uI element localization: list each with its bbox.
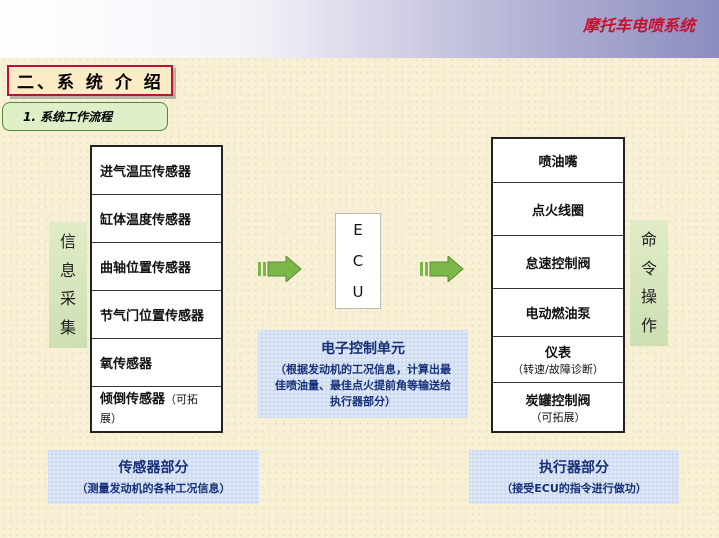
actuator-label: 仪表 — [544, 346, 571, 361]
sensor-section-description: （测量发动机的各种工况信息） — [76, 482, 231, 496]
ecu-letter: C — [352, 251, 364, 270]
actuator-note: （转速/故障诊断） — [512, 363, 604, 376]
actuator-section-panel: 执行器部分 （接受ECU的指令进行做功） — [469, 450, 679, 504]
label-char: 信 — [59, 232, 76, 252]
actuator-item: 点火线圈 — [493, 183, 623, 236]
command-operation-label: 命 令 操 作 — [630, 220, 668, 346]
arrow-right-icon — [258, 256, 302, 282]
sensor-item: 氧传感器 — [92, 339, 221, 387]
sensor-item: 倾倒传感器（可拓展） — [92, 387, 221, 431]
ecu-letter: E — [353, 220, 363, 239]
sensor-section-panel: 传感器部分 （测量发动机的各种工况信息） — [48, 450, 259, 504]
sensor-label: 倾倒传感器 — [100, 391, 166, 407]
section-title: 二、系 统 介 绍 — [7, 65, 173, 96]
header-band — [0, 0, 719, 58]
actuator-section-description: （接受ECU的指令进行做功） — [501, 482, 647, 496]
sensor-note: （可拓展） — [100, 392, 199, 426]
label-char: 息 — [59, 260, 76, 280]
actuator-item: 怠速控制阀 — [493, 236, 623, 289]
label-char: 集 — [59, 317, 76, 337]
actuator-section-title: 执行器部分 — [539, 460, 609, 477]
label-char: 采 — [59, 289, 76, 309]
actuator-label: 喷油嘴 — [538, 155, 578, 170]
actuator-note: （可拓展） — [530, 410, 586, 424]
sensor-label: 节气门位置传感器 — [100, 309, 205, 324]
info-collection-label: 信 息 采 集 — [49, 222, 87, 348]
ecu-letter: U — [352, 283, 364, 302]
actuator-label: 炭罐控制阀 — [525, 393, 591, 409]
ecu-box: E C U — [335, 213, 381, 309]
sensor-label: 进气温压传感器 — [100, 165, 192, 180]
ecu-description: （根据发动机的工况信息，计算出最佳喷油量、最佳点火提前角等输送给执行器部分） — [275, 363, 451, 408]
slide-header-title: 摩托车电喷系统 — [582, 16, 695, 35]
actuator-label: 电动燃油泵 — [525, 307, 591, 322]
sensor-label: 氧传感器 — [100, 357, 153, 372]
label-char: 令 — [640, 258, 657, 278]
section-subtitle: 1. 系统工作流程 — [2, 102, 168, 131]
actuator-item: 电动燃油泵 — [493, 289, 623, 337]
sensor-item: 缸体温度传感器 — [92, 195, 221, 243]
actuator-item: 炭罐控制阀 （可拓展） — [493, 383, 623, 431]
actuator-label: 怠速控制阀 — [525, 256, 591, 272]
label-char: 操 — [640, 287, 657, 307]
sensor-section-title: 传感器部分 — [118, 460, 189, 477]
label-char: 命 — [640, 230, 657, 250]
ecu-title: 电子控制单元 — [321, 341, 405, 358]
sensor-label: 曲轴位置传感器 — [100, 261, 192, 276]
sensor-item: 曲轴位置传感器 — [92, 243, 221, 291]
arrow-right-icon — [420, 256, 464, 282]
actuator-item: 喷油嘴 — [493, 139, 623, 183]
sensor-list: 进气温压传感器 缸体温度传感器 曲轴位置传感器 节气门位置传感器 氧传感器 倾倒… — [90, 145, 223, 433]
actuator-item: 仪表 （转速/故障诊断） — [493, 337, 623, 383]
ecu-panel: 电子控制单元 （根据发动机的工况信息，计算出最佳喷油量、最佳点火提前角等输送给执… — [258, 330, 468, 418]
actuator-list: 喷油嘴 点火线圈 怠速控制阀 电动燃油泵 仪表 （转速/故障诊断） 炭罐控制阀 … — [491, 137, 625, 433]
actuator-label: 点火线圈 — [531, 203, 584, 219]
label-char: 作 — [640, 315, 657, 335]
sensor-item: 进气温压传感器 — [92, 147, 221, 195]
sensor-label: 缸体温度传感器 — [100, 213, 192, 228]
sensor-item: 节气门位置传感器 — [92, 291, 221, 339]
